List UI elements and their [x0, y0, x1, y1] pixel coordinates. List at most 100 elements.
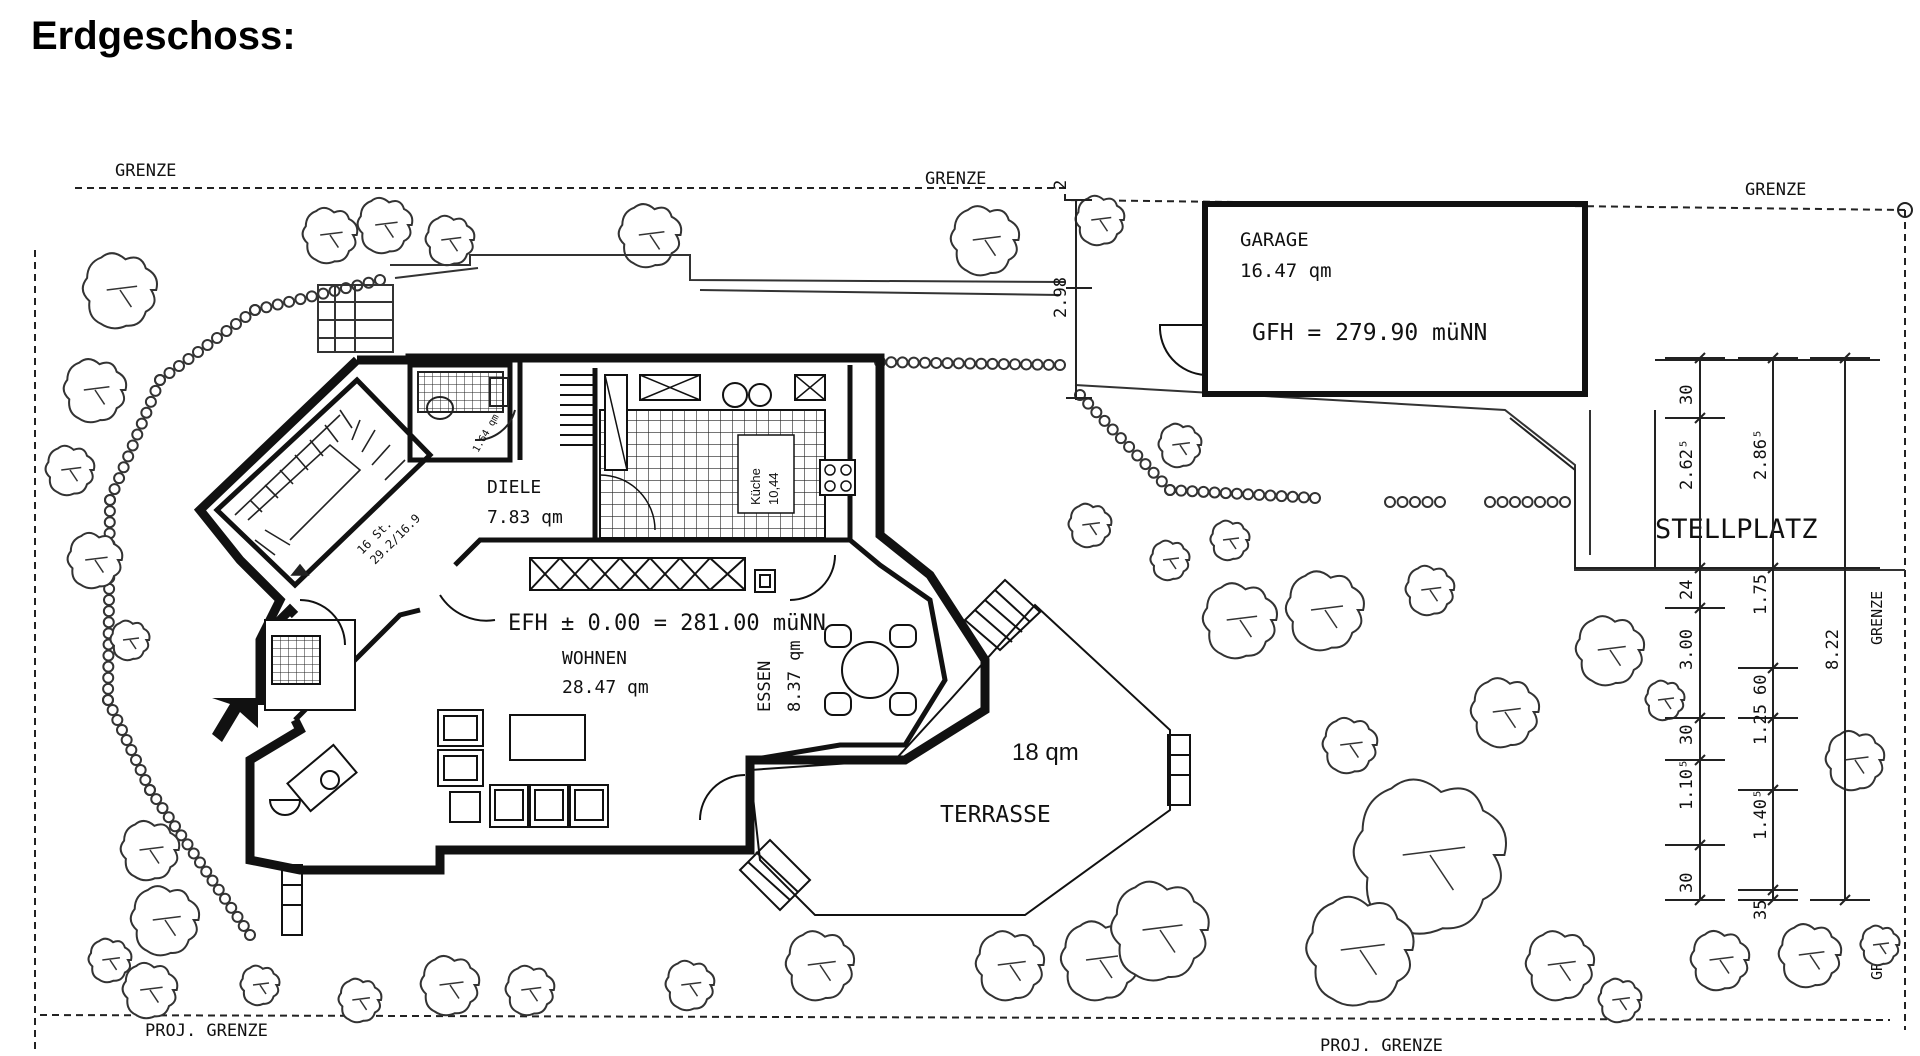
hedge-bead	[175, 829, 188, 842]
hedge-bead	[1054, 359, 1066, 371]
grenze-label-top-mid: GRENZE	[925, 169, 986, 189]
dimension-label: 2.86⁵	[1751, 429, 1771, 480]
hedge-bead	[108, 483, 121, 496]
hedge-bead	[907, 356, 920, 369]
tree	[664, 959, 716, 1012]
dim-garage-depth: 2.98	[1051, 277, 1071, 318]
wohnen-furniture	[437, 709, 609, 828]
hedge-bead	[244, 929, 256, 941]
proj-grenze-label-left: PROJ. GRENZE	[145, 1021, 268, 1041]
hedge-bead	[1042, 358, 1055, 371]
hedge-bead	[219, 892, 231, 905]
tree	[974, 930, 1046, 1002]
hedge-bead	[997, 358, 1010, 371]
hedge-bead	[1384, 496, 1396, 508]
grenze-label-top-left: GRENZE	[115, 161, 176, 181]
wohnen-name: WOHNEN	[562, 648, 627, 669]
tree	[1644, 679, 1686, 722]
hedge-bead	[1297, 491, 1310, 504]
hedge-bead	[239, 311, 252, 323]
tree	[87, 937, 133, 984]
essen-name: ESSEN	[755, 661, 775, 712]
hedge-bead	[1009, 358, 1021, 371]
hedge-bead	[1286, 490, 1299, 503]
efh-label: EFH ± 0.00 = 281.00 müNN	[508, 611, 826, 636]
entry-steps	[317, 284, 394, 353]
hedge-bead	[1309, 492, 1321, 504]
hedge-bead	[1147, 466, 1160, 479]
hedge-bead	[1396, 496, 1409, 508]
tree	[1824, 730, 1886, 792]
garage-name: GARAGE	[1240, 229, 1309, 251]
hedge-bead	[1155, 475, 1168, 488]
hedge-bead	[919, 356, 931, 369]
dimension-label: 60	[1751, 675, 1771, 695]
hedge-bead	[1421, 496, 1434, 508]
hedge-bead	[1253, 488, 1266, 501]
tree	[119, 820, 181, 882]
dimension-labels: 302.62⁵243.00301.10⁵302.86⁵1.75601.251.4…	[1677, 385, 1843, 920]
dimension-label: 2.62⁵	[1677, 439, 1697, 490]
kueche-name: Küche	[748, 468, 763, 505]
hedge-bead	[1186, 485, 1199, 498]
entrance-arrow-icon	[212, 698, 258, 742]
tree	[424, 214, 476, 267]
hedge-bead	[1131, 449, 1144, 462]
hedge-bead	[1521, 496, 1534, 508]
hedge-bead	[187, 847, 200, 860]
hedge-bead	[126, 439, 139, 452]
dimension-label: 30	[1677, 385, 1697, 405]
garage: GARAGE 16.47 qm GFH = 279.90 müNN	[1158, 201, 1588, 397]
dim-garage-offset: 2	[1051, 180, 1071, 190]
hedge-bead	[220, 325, 233, 337]
hedge-bead	[930, 356, 943, 369]
hedge-bead	[896, 356, 909, 369]
hedge-bead	[1230, 487, 1243, 500]
hedge-bead	[885, 356, 898, 369]
hedge-bead	[102, 671, 115, 684]
tree	[1149, 539, 1191, 582]
hedge-bead	[102, 649, 115, 662]
tree	[66, 531, 124, 590]
hedge-bead	[1219, 487, 1232, 500]
hedge-bead	[986, 357, 999, 370]
hedge-bead	[200, 865, 213, 878]
hedge-bead	[374, 274, 386, 286]
tree	[1067, 502, 1113, 549]
hedge-bead	[103, 505, 116, 518]
hedge-bead	[317, 287, 330, 300]
grenze-label-right-upper: GRENZE	[1868, 591, 1886, 645]
hedge-bead	[362, 276, 375, 289]
hedge-bead	[106, 704, 119, 716]
diele-name: DIELE	[487, 477, 541, 498]
hedge-bead	[144, 784, 156, 796]
hedge-bead	[1242, 488, 1255, 501]
hedge-bead	[181, 838, 194, 851]
diele-steps	[560, 374, 595, 446]
hedge-bead	[211, 332, 223, 344]
hedge-bead	[201, 339, 214, 351]
hedge-bead	[237, 919, 250, 932]
hedge-bead	[260, 301, 273, 314]
hedge-bead	[194, 856, 206, 869]
compass-marker-icon	[1897, 202, 1913, 218]
hedge-bead	[162, 811, 175, 824]
hedge-bead	[140, 406, 153, 419]
hedge-bead	[1546, 496, 1559, 508]
hedge-bead	[1534, 496, 1546, 508]
hedge-bead	[294, 293, 307, 306]
terrasse-name: TERRASSE	[940, 802, 1051, 828]
hedge-bead	[941, 357, 954, 370]
hedge-bead	[1484, 496, 1496, 508]
terrasse: 18 qm TERRASSE	[738, 578, 1191, 916]
hedge-bead	[1139, 458, 1152, 471]
garage-dimension	[1066, 199, 1092, 400]
hedge-bead	[1409, 496, 1421, 508]
tree	[1524, 930, 1596, 1002]
hedge-bead	[134, 764, 147, 776]
hedge-bead	[163, 367, 176, 379]
hedge-bead	[182, 353, 195, 365]
hedge-bead	[144, 395, 157, 408]
cabinet-row	[439, 554, 836, 821]
tree	[81, 252, 158, 330]
